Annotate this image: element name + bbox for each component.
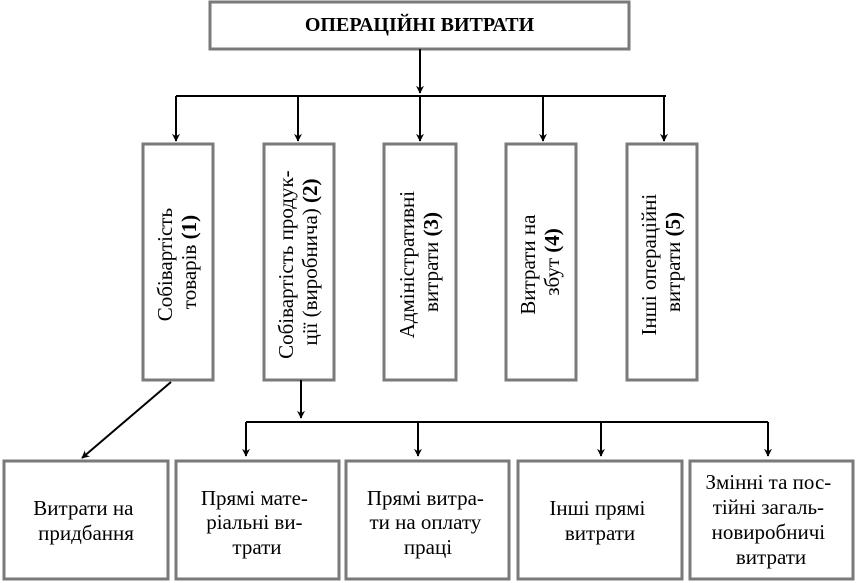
category-1-line-2: товарів	[177, 239, 201, 309]
bottom-node-overhead: Змінні та пос- тійні загаль- новиробничі…	[688, 459, 855, 581]
title-to-categories-connector	[172, 49, 668, 142]
category-3-line-1: Адміністративні	[395, 191, 419, 339]
bottom-node-acquisition: Витрати на придбання	[2, 459, 170, 581]
category-4-line-2: збут	[540, 253, 564, 296]
bottom-node-direct-materials: Прямі мате- ріальні ви- трати	[174, 459, 341, 581]
bottom-5-line-4: витрати	[736, 545, 806, 569]
bottom-2-line-2: ріальні ви-	[206, 510, 302, 534]
category-5-line-1: Інші операційні	[637, 194, 661, 336]
bottom-1-line-2: придбання	[38, 521, 134, 545]
category-1-number: (1)	[177, 215, 201, 240]
bottom-node-direct-labor: Прямі витра- ти на оплату праці	[344, 459, 511, 581]
title-text: ОПЕРАЦІЙНІ ВИТРАТИ	[305, 13, 535, 36]
category-5-number: (5)	[661, 212, 685, 237]
category-4-number: (4)	[540, 228, 564, 253]
bottom-2-line-3: трати	[232, 535, 281, 559]
svg-text:Прямі мате- ріальні ви-: Прямі мате- ріальні ви- трати	[201, 486, 313, 559]
category-2-line-1: Собівартість продук-	[274, 170, 298, 359]
bottom-4-line-1: Інші прямі	[549, 496, 645, 520]
svg-text:Інші операційні витрати: Інші операційні витрати (5)	[637, 189, 685, 336]
bottom-5-line-3: новиробничі	[712, 520, 826, 544]
arrow-goods-to-acquisition	[81, 381, 172, 459]
category-node-5: Інші операційні витрати (5)	[625, 142, 699, 382]
category-node-4: Витрати на збут (4)	[504, 142, 578, 382]
svg-text:Змінні та пос- тійні заг: Змінні та пос- тійні загаль- новиробничі…	[705, 470, 836, 569]
bottom-5-line-1: Змінні та пос-	[705, 470, 831, 494]
category-3-line-2: витрати	[419, 236, 443, 312]
category-5-line-2: витрати	[661, 236, 685, 312]
svg-text:Прямі витра- ти на оплат: Прямі витра- ти на оплату праці	[367, 486, 489, 559]
bottom-2-line-1: Прямі мате-	[201, 486, 308, 510]
category-node-1: Собівартість товарів (1)	[141, 142, 215, 382]
category-4-line-1: Витрати на	[516, 214, 540, 315]
production-to-components-connector	[242, 380, 772, 457]
category-1-line-1: Собівартість	[153, 208, 177, 321]
category-3-number: (3)	[419, 212, 443, 237]
svg-text:Собівартість товарів (1): Собівартість товарів (1)	[153, 203, 201, 322]
svg-text:Витрати на збут (4): Витрати на збут (4)	[516, 209, 564, 314]
bottom-3-line-2: ти на оплату	[369, 510, 481, 534]
bottom-5-line-2: тійні загаль-	[713, 495, 824, 519]
title-node: ОПЕРАЦІЙНІ ВИТРАТИ	[208, 0, 631, 51]
bottom-3-line-1: Прямі витра-	[367, 486, 484, 510]
bottom-node-other-direct: Інші прямі витрати	[516, 459, 684, 581]
category-2-line-2: ції (виробнича)	[298, 203, 322, 346]
svg-text:Собівартість продук- ції: Собівартість продук- ції (виробнича) (2)	[274, 165, 322, 359]
category-node-3: Адміністративні витрати (3)	[382, 142, 458, 382]
svg-text:Адміністративні витрати: Адміністративні витрати (3)	[395, 186, 443, 339]
bottom-4-line-2: витрати	[565, 521, 635, 545]
svg-text:Витрати на придбання: Витрати на придбання	[33, 496, 138, 545]
bottom-1-line-1: Витрати на	[33, 496, 134, 520]
bottom-3-line-3: праці	[404, 535, 452, 559]
category-2-number: (2)	[298, 178, 322, 203]
svg-text:Інші прямі витрати: Інші прямі витрати	[549, 496, 650, 545]
category-node-2: Собівартість продук- ції (виробнича) (2)	[262, 142, 336, 382]
